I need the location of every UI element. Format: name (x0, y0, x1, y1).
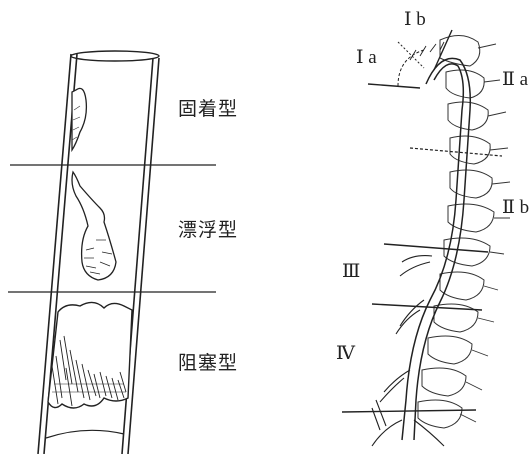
spine-vertebrae (418, 35, 494, 428)
segment-label-iv: Ⅳ (336, 342, 355, 365)
segment-label-ib: Ⅰ b (404, 8, 426, 31)
segment-label-iia: Ⅱ a (502, 68, 528, 91)
upper-segment-marks (368, 30, 452, 88)
segment-label-iii: Ⅲ (342, 260, 360, 283)
segment-label-iib: Ⅱ b (502, 196, 529, 219)
segment-label-ia: Ⅰ a (356, 46, 377, 69)
